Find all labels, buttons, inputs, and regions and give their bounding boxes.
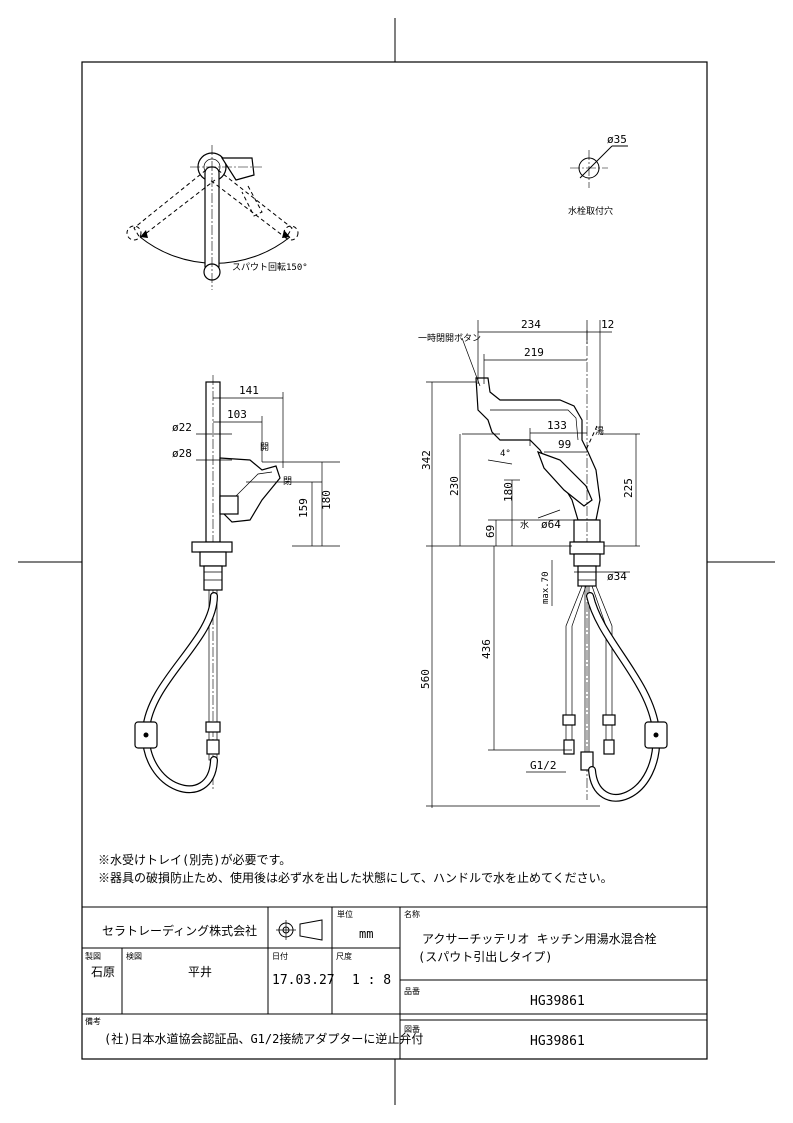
scale-label: 尺度 (336, 951, 352, 961)
front-dim-133: 133 (547, 419, 567, 432)
drawing-no-label: 図番 (404, 1024, 420, 1034)
product-value: HG39861 (530, 994, 585, 1009)
front-dim-230: 230 (448, 476, 461, 496)
thread-label: G1/2 (530, 759, 557, 772)
front-dim-342: 342 (420, 450, 433, 470)
front-dim-225: 225 (622, 478, 635, 498)
front-dim-234: 234 (521, 318, 541, 331)
front-dim-phi64: ø64 (541, 518, 561, 531)
front-dim-phi34: ø34 (607, 570, 627, 583)
unit-value: mm (359, 927, 373, 941)
date-label: 日付 (272, 951, 288, 961)
date-value: 17.03.27 (272, 973, 335, 988)
drawn-by: 石原 (91, 965, 115, 979)
unit-label: 単位 (337, 909, 353, 919)
side-close-label: 閉 (283, 476, 292, 487)
drawing-no-value: HG39861 (530, 1034, 585, 1049)
title-block: セラトレーディング株式会社 単位 mm 名称 アクサーチッテリオ キッチン用湯水… (82, 906, 707, 1059)
top-view: スパウト回転150° (126, 145, 308, 290)
name-line-2: (スパウト引出しタイプ) (418, 950, 552, 964)
front-dim-69: 69 (484, 525, 497, 538)
note-1: ※水受けトレイ(別売)が必要です。 (98, 852, 291, 867)
angle-label: 4° (500, 449, 511, 459)
note-2: ※器具の破損防止ため、使用後は必ず水を出した状態にして、ハンドルで水を止めてくだ… (98, 870, 613, 885)
hole-label: 水栓取付穴 (568, 205, 613, 217)
name-line-1: アクサーチッテリオ キッチン用湯水混合栓 (422, 931, 657, 946)
side-open-label: 開 (260, 442, 269, 453)
product-label: 品番 (404, 986, 420, 996)
frame (18, 18, 775, 1105)
remarks-label: 備考 (85, 1016, 101, 1026)
checked-by: 平井 (188, 965, 212, 979)
front-dim-436: 436 (480, 639, 493, 659)
front-view: 234 12 219 一時閉開ボタン 133 99 湯 4° 342 230 1… (418, 318, 668, 808)
rotation-label: スパウト回転150° (232, 262, 308, 273)
front-dim-99: 99 (558, 438, 571, 451)
side-dim-159: 159 (297, 498, 310, 518)
mounting-hole: ø35 水栓取付穴 (568, 133, 628, 217)
scale-value: 1 : 8 (352, 973, 391, 988)
front-dim-219: 219 (524, 346, 544, 359)
max-label: max.70 (541, 571, 551, 604)
button-label: 一時閉開ボタン (418, 333, 481, 344)
front-dim-560: 560 (419, 669, 432, 689)
side-dim-phi28: ø28 (172, 447, 192, 460)
hot-label: 湯 (595, 426, 604, 437)
name-label: 名称 (404, 909, 420, 919)
cold-label: 水 (520, 519, 529, 531)
checked-label: 検図 (126, 951, 142, 961)
drawing-border (81, 61, 708, 1060)
side-dim-103: 103 (227, 408, 247, 421)
side-dim-141: 141 (239, 384, 259, 397)
company-name: セラトレーディング株式会社 (102, 923, 257, 938)
side-view: 141 103 ø22 ø28 開 閉 159 180 (134, 375, 340, 794)
front-dim-12: 12 (601, 318, 614, 331)
side-dim-180: 180 (320, 490, 333, 510)
side-dim-phi22: ø22 (172, 421, 192, 434)
notes: ※水受けトレイ(別売)が必要です。 ※器具の破損防止ため、使用後は必ず水を出した… (98, 852, 613, 885)
front-dim-180: 180 (502, 482, 515, 502)
projection-symbol (276, 919, 323, 941)
remarks-value: (社)日本水道協会認証品、G1/2接続アダプターに逆止弁付 (104, 1031, 423, 1046)
drawn-label: 製図 (85, 951, 101, 961)
hole-diameter: ø35 (607, 133, 627, 146)
